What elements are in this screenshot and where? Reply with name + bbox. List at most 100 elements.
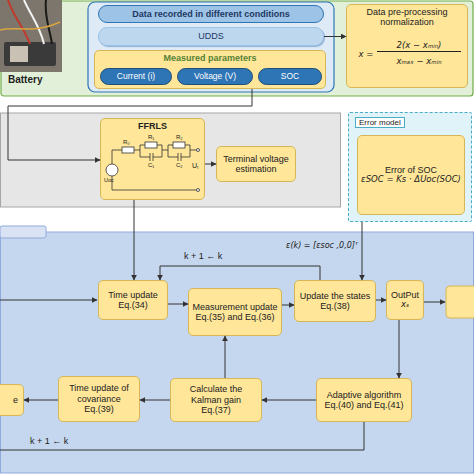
process-box: Time updateEq.(34) (98, 280, 168, 320)
estimation-band (1, 232, 474, 473)
parameter-pill: SOC (258, 68, 322, 85)
component-label: C₁ (148, 162, 154, 168)
node-text: Error model (355, 117, 405, 128)
node-text: Eq.(40) and Eq.(41) (324, 400, 403, 410)
node-text: Data recorded in different conditions (132, 9, 290, 19)
component-label: Uₜ (192, 162, 199, 169)
node-text: Eq.(39) (84, 404, 114, 414)
component-label: R₀ (123, 139, 130, 145)
battery-cell (4, 42, 56, 66)
data-container (88, 2, 334, 92)
circuit-wire (190, 150, 198, 151)
terminal-symbol (197, 149, 200, 152)
identification-band (1, 113, 341, 207)
process-box: Adaptive algorithmEq.(40) and Eq.(41) (316, 378, 412, 422)
node-text: Time update (108, 290, 158, 300)
flow-arrow (24, 400, 58, 401)
flow-arrow (134, 200, 135, 280)
resistor-symbol (145, 142, 157, 148)
circuit-wire (140, 157, 150, 158)
process-box: Calculate the Kalman gainEq.(37) (170, 378, 262, 422)
component-label: Uoc (104, 178, 114, 184)
input-band (1, 1, 473, 96)
resistor-symbol (122, 147, 134, 153)
formula-text: xₘₐₓ − xₘᵢₙ (377, 57, 461, 67)
circuit-wire (162, 145, 163, 157)
node-text: Calculate the Kalman gain (174, 384, 258, 405)
battery-wire (0, 22, 60, 30)
circuit-wire (190, 145, 191, 157)
battery-wire (46, 0, 52, 44)
connector-group (8, 37, 399, 401)
circuit-wire (140, 145, 141, 157)
formula-text: x = (355, 50, 377, 60)
flow-arrow (282, 305, 294, 306)
node-text: FFRLS (138, 121, 167, 131)
feedback-line (0, 422, 364, 450)
circuit-wire (185, 145, 190, 146)
flow-arrow (225, 336, 226, 378)
edge-label: ε(k) = [εsoc ,0,0]ᵀ (262, 242, 358, 250)
part-name: Battery (8, 75, 42, 85)
circuit-wire (162, 150, 168, 151)
node-text: Eq.(35) and Eq.(36) (195, 312, 274, 322)
circuit-wire (112, 150, 113, 164)
node-text: UDDS (198, 31, 224, 41)
flow-arrow (262, 400, 316, 401)
flow-arrow (160, 266, 320, 280)
process-box: e (0, 384, 24, 416)
voltage-source-symbol (106, 164, 118, 176)
component-label: C₂ (176, 162, 183, 168)
node-text: Eq.(38) (320, 301, 350, 311)
flow-arrow (376, 300, 386, 301)
output-arrow (424, 302, 445, 303)
node-text: Eq.(34) (118, 300, 148, 310)
battery-wire (24, 0, 44, 44)
process-box: FFRLS (100, 118, 205, 200)
capacitor-symbol (150, 153, 151, 161)
node-text: Measured parameters (163, 53, 256, 63)
flow-arrow (324, 36, 346, 37)
component-label: R₂ (176, 134, 183, 140)
circuit-wire (168, 157, 178, 158)
capacitor-symbol (181, 153, 182, 161)
data-pill: Data recorded in different conditions (98, 5, 324, 23)
formula-text: 2(x − xₘᵢₙ) (377, 41, 461, 52)
circuit-wire (134, 150, 140, 151)
parameter-pill: Voltage (V) (177, 68, 253, 85)
circuit-wire (168, 145, 173, 146)
node-text: Current (i) (117, 72, 155, 82)
flow-arrow (205, 164, 216, 165)
circuit-wire (153, 157, 162, 158)
loop-label: k + 1 ← k (184, 252, 222, 261)
circuit-wire (157, 145, 162, 146)
input-arrow (0, 300, 97, 301)
circuit-wire (112, 150, 122, 151)
node-text: Data pre-processing normalization (350, 7, 464, 28)
process-box: OutPutxₛ (386, 280, 424, 320)
data-pill: UDDS (98, 27, 324, 46)
flow-arrow (362, 222, 363, 280)
resistor-symbol (173, 142, 185, 148)
node-text: Update the states (300, 291, 371, 301)
flow-arrow (140, 400, 170, 401)
parameter-box: Measured parametersCurrent (i) Voltage (V… (94, 50, 326, 89)
node-text: Time update of covariance (62, 383, 136, 404)
node-text: Adaptive algorithm (327, 390, 402, 400)
error-model-box: Error modelError of SOCεSOC = Ks · ΔUoc(… (348, 112, 472, 222)
node-text: OutPut (391, 290, 419, 300)
node-text: Error of SOC (385, 165, 437, 175)
node-text: Eq.(37) (201, 405, 231, 415)
capacitor-symbol (153, 153, 154, 161)
process-box: Error of SOCεSOC = Ks · ΔUoc(SOC) (357, 135, 465, 215)
cut-off-box (446, 286, 474, 318)
process-box: Update the statesEq.(38) (294, 280, 376, 322)
circuit-wire (112, 190, 198, 191)
circuit-wire (181, 157, 190, 158)
node-text: Measurement update (192, 302, 277, 312)
process-box: Terminal voltage estimation (216, 146, 296, 182)
parameter-pill: Current (i) (100, 68, 172, 85)
